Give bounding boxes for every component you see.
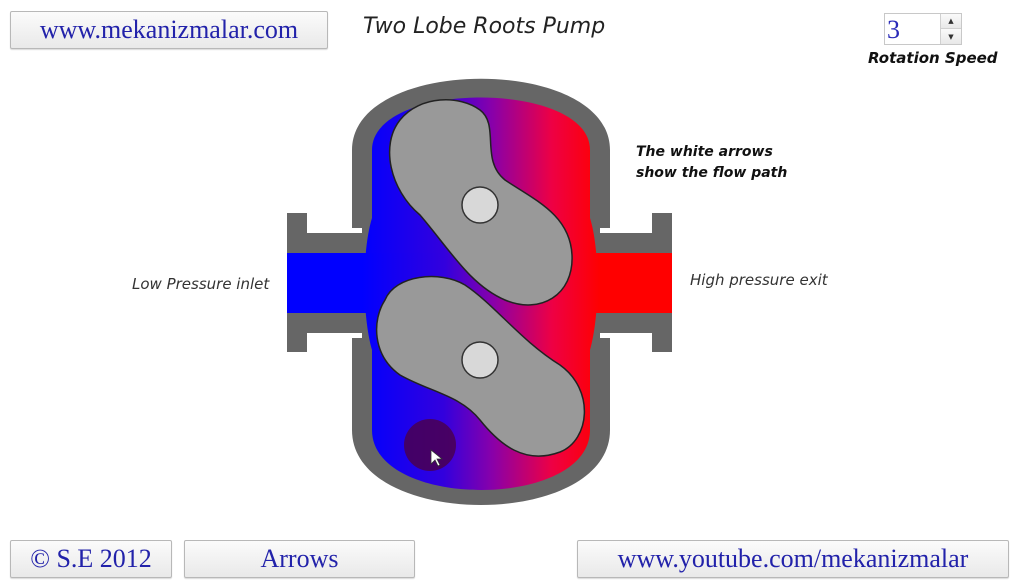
youtube-link-button[interactable]: www.youtube.com/mekanizmalar (577, 540, 1009, 578)
copyright-button[interactable]: © S.E 2012 (10, 540, 172, 578)
flow-note: The white arrows show the flow path (636, 142, 787, 184)
decrement-arrow-icon[interactable]: ▼ (941, 29, 961, 44)
upper-shaft (461, 186, 499, 224)
cursor-highlight (404, 419, 456, 471)
site-link-button[interactable]: www.mekanizmalar.com (10, 11, 328, 49)
mouse-cursor-icon (430, 449, 444, 467)
rotation-speed-stepper[interactable]: 3 ▲ ▼ (884, 13, 962, 45)
stepper-arrows: ▲ ▼ (940, 14, 961, 44)
rotation-speed-label: Rotation Speed (868, 49, 998, 67)
increment-arrow-icon[interactable]: ▲ (941, 14, 961, 29)
flow-note-line2: show the flow path (636, 165, 788, 181)
flow-note-line1: The white arrows (636, 144, 773, 160)
lower-shaft (461, 341, 499, 379)
page-title: Two Lobe Roots Pump (363, 14, 606, 39)
inlet-label: Low Pressure inlet (132, 275, 270, 293)
exit-label: High pressure exit (690, 271, 828, 289)
rotation-speed-value[interactable]: 3 (887, 15, 900, 44)
arrows-toggle-button[interactable]: Arrows (184, 540, 415, 578)
